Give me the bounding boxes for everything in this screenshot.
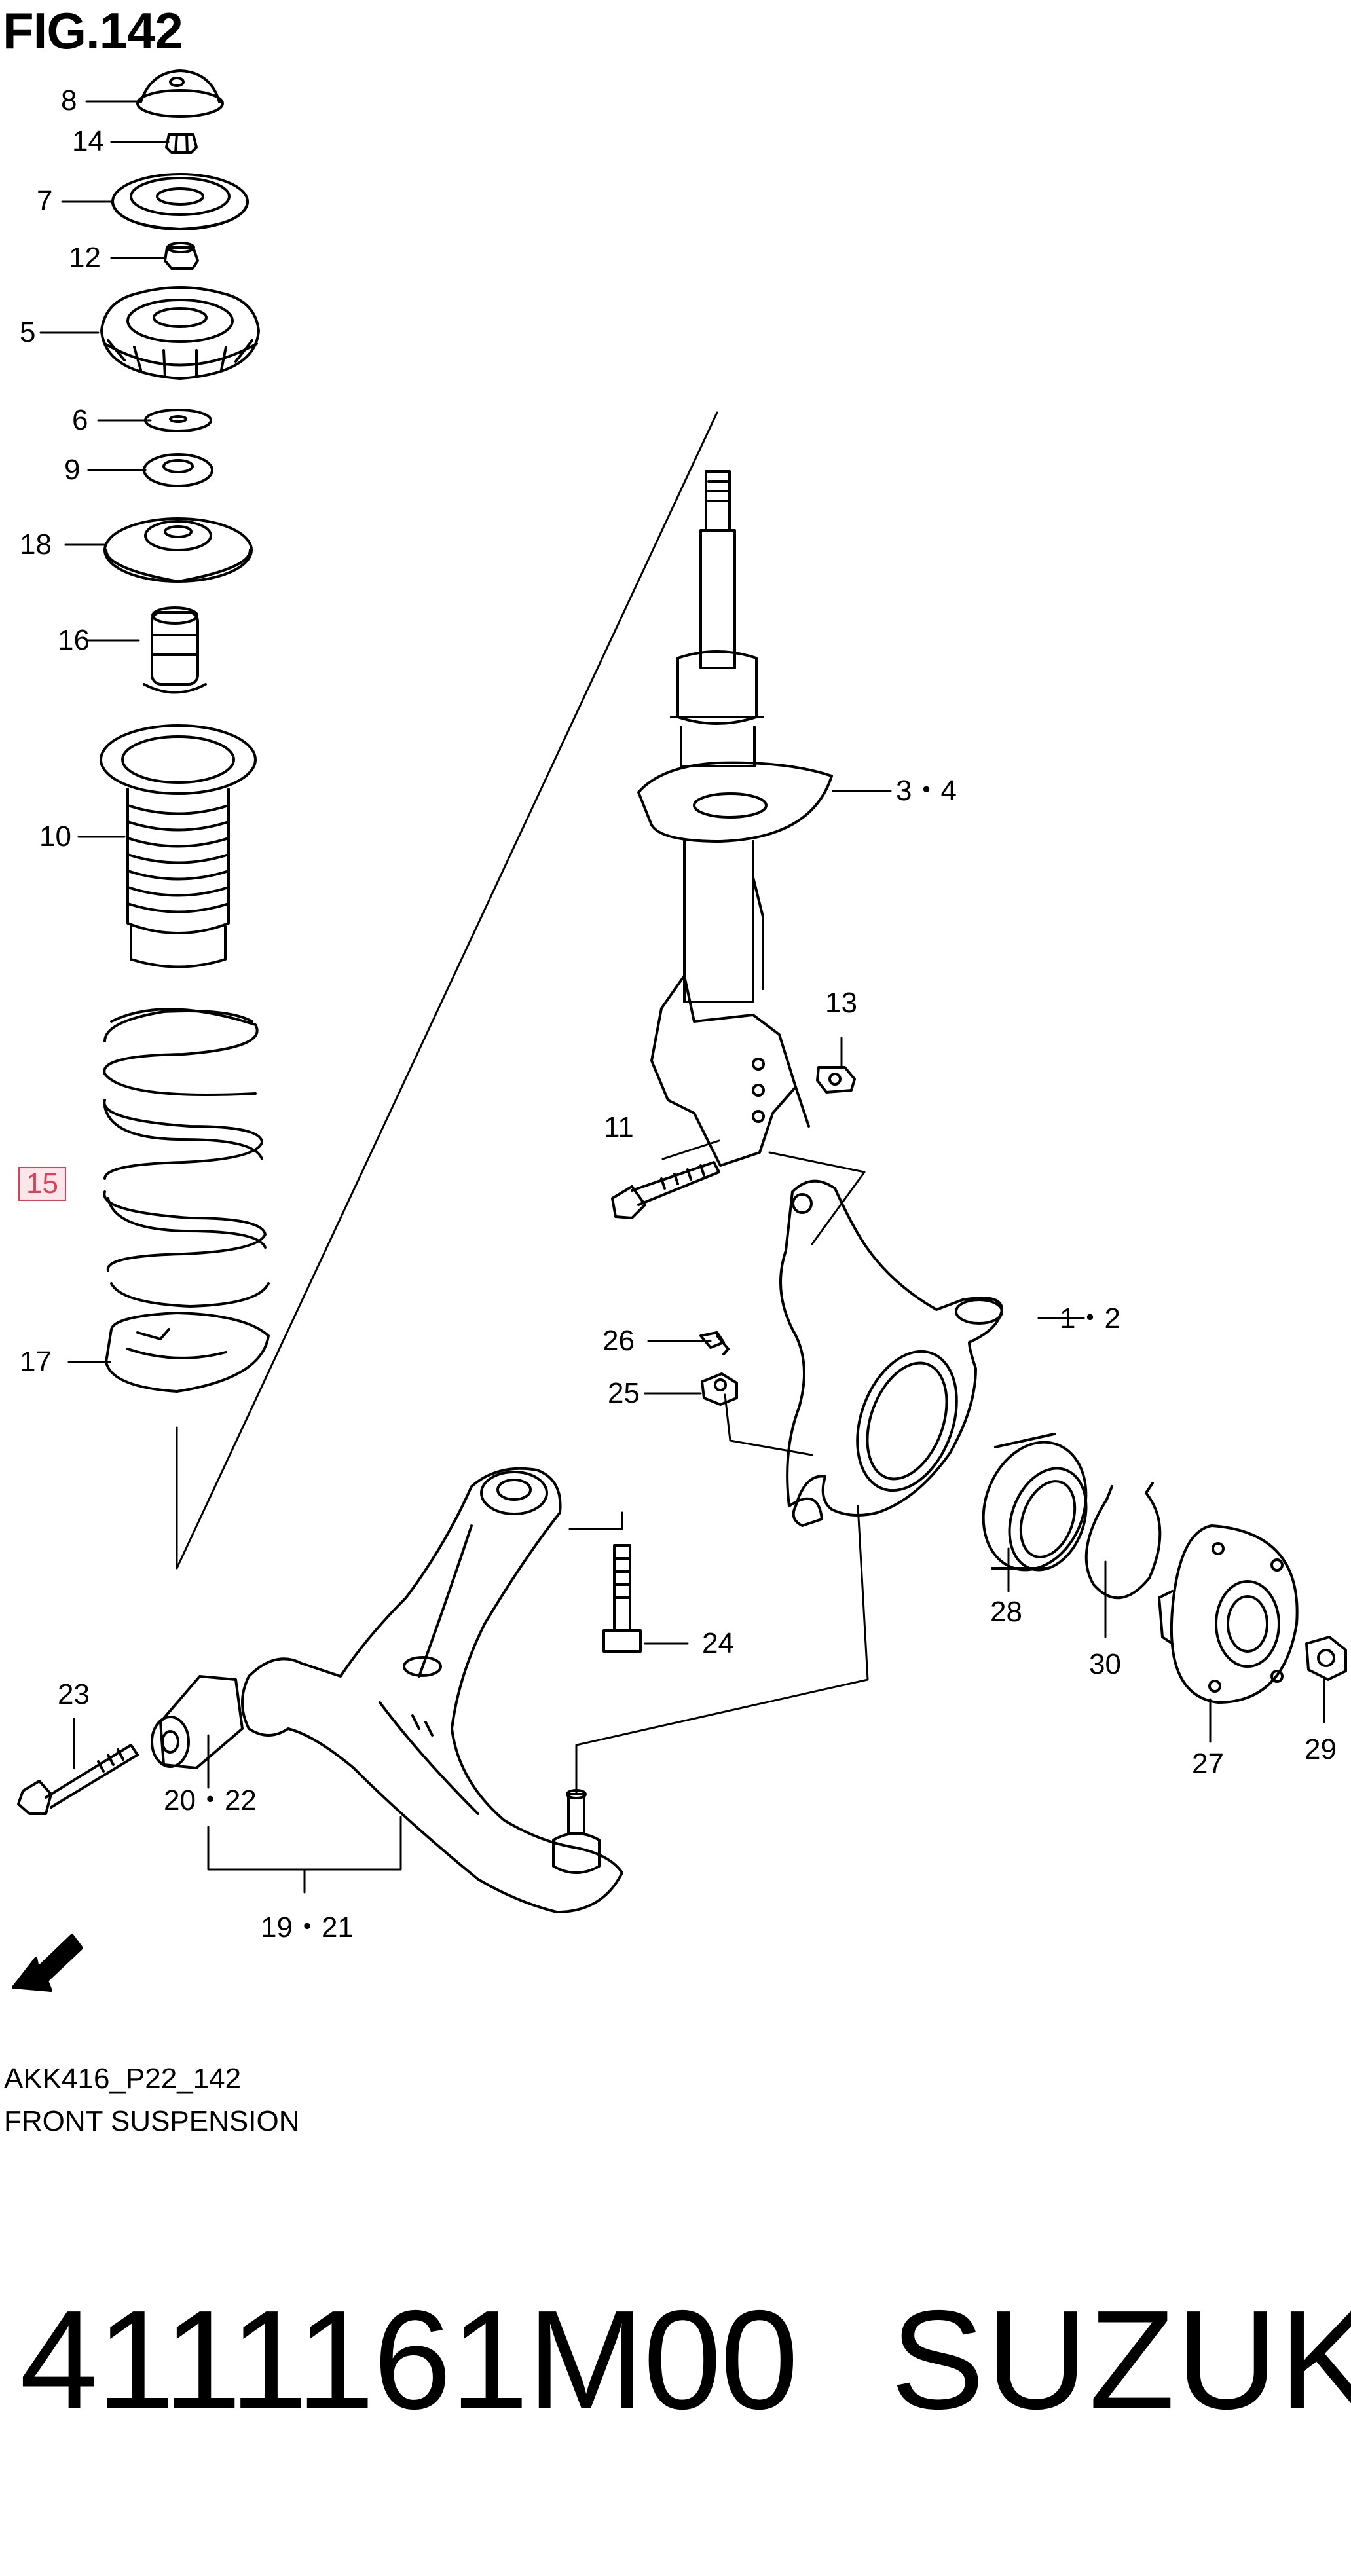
part-10-boot — [100, 724, 257, 968]
part-11-bolt — [611, 1161, 720, 1219]
part-6-washer — [144, 409, 212, 432]
part-8-cap — [136, 69, 224, 118]
part-26-clip — [699, 1331, 730, 1355]
callout-26: 26 — [602, 1325, 635, 1357]
part-7-bearing — [111, 173, 249, 230]
callout-28: 28 — [990, 1596, 1022, 1628]
part-12-nut — [164, 242, 199, 270]
part-5-mount — [100, 286, 260, 380]
part-25-nut — [701, 1372, 738, 1406]
callout-7: 7 — [37, 185, 53, 217]
steering-knuckle — [779, 1179, 1003, 1527]
lower-control-arm — [241, 1467, 623, 1913]
part-27-hub — [1158, 1524, 1299, 1704]
callout-12: 12 — [69, 242, 101, 274]
callout-20-22: 20・22 — [164, 1784, 257, 1816]
callout-29: 29 — [1305, 1733, 1337, 1765]
part-17-lower-seat — [105, 1312, 270, 1393]
callout-1-2: 1・2 — [1060, 1302, 1120, 1334]
callout-10: 10 — [39, 820, 71, 853]
part-15-coil-spring — [103, 1008, 270, 1308]
part-18-seat — [103, 517, 253, 583]
callout-11: 11 — [604, 1111, 634, 1143]
callout-6: 6 — [72, 404, 88, 436]
part-13-nut — [816, 1066, 856, 1094]
callout-24: 24 — [702, 1627, 734, 1659]
part-number: 4111161M00 — [20, 2281, 798, 2438]
figure-code: AKK416_P22_142 — [4, 2063, 242, 2095]
callout-18: 18 — [20, 528, 52, 561]
callout-16: 16 — [58, 624, 90, 656]
part-14-nut — [165, 133, 198, 154]
part-16-bumpstop — [143, 606, 207, 694]
figure-title: FIG.142 — [3, 2, 183, 60]
part-24-bolt — [602, 1544, 642, 1653]
leader-lines — [39, 100, 1325, 1894]
parts-diagram: FIG.142 — [3, 2, 1347, 2137]
callout-8: 8 — [61, 84, 77, 117]
callout-5: 5 — [20, 316, 36, 348]
callout-19-21: 19・21 — [261, 1911, 354, 1943]
callout-15-highlighted[interactable]: 15 — [18, 1167, 66, 1201]
callout-14: 14 — [72, 125, 104, 157]
callout-27: 27 — [1192, 1748, 1224, 1780]
part-9-washer — [143, 453, 213, 487]
ball-joint — [552, 1789, 601, 1874]
callout-25: 25 — [608, 1377, 640, 1409]
figure-caption: FRONT SUSPENSION — [4, 2105, 300, 2137]
callout-17: 17 — [20, 1346, 52, 1378]
part-29-nut — [1305, 1636, 1347, 1681]
brand-name: SUZUKI — [891, 2281, 1351, 2438]
callout-9: 9 — [64, 454, 81, 486]
strut-assembly — [637, 470, 833, 1167]
part-20-bushing — [151, 1675, 244, 1769]
fwd-arrow-icon — [12, 1934, 83, 1992]
part-28-bearing — [982, 1433, 1088, 1572]
callout-13: 13 — [825, 987, 857, 1019]
diagram-drawing — [12, 69, 1347, 1992]
callout-3-4: 3・4 — [896, 775, 957, 807]
callout-23: 23 — [58, 1678, 90, 1710]
callout-30: 30 — [1089, 1648, 1121, 1680]
part-30-circlip — [1084, 1482, 1162, 1600]
part-23-bolt — [17, 1744, 139, 1815]
